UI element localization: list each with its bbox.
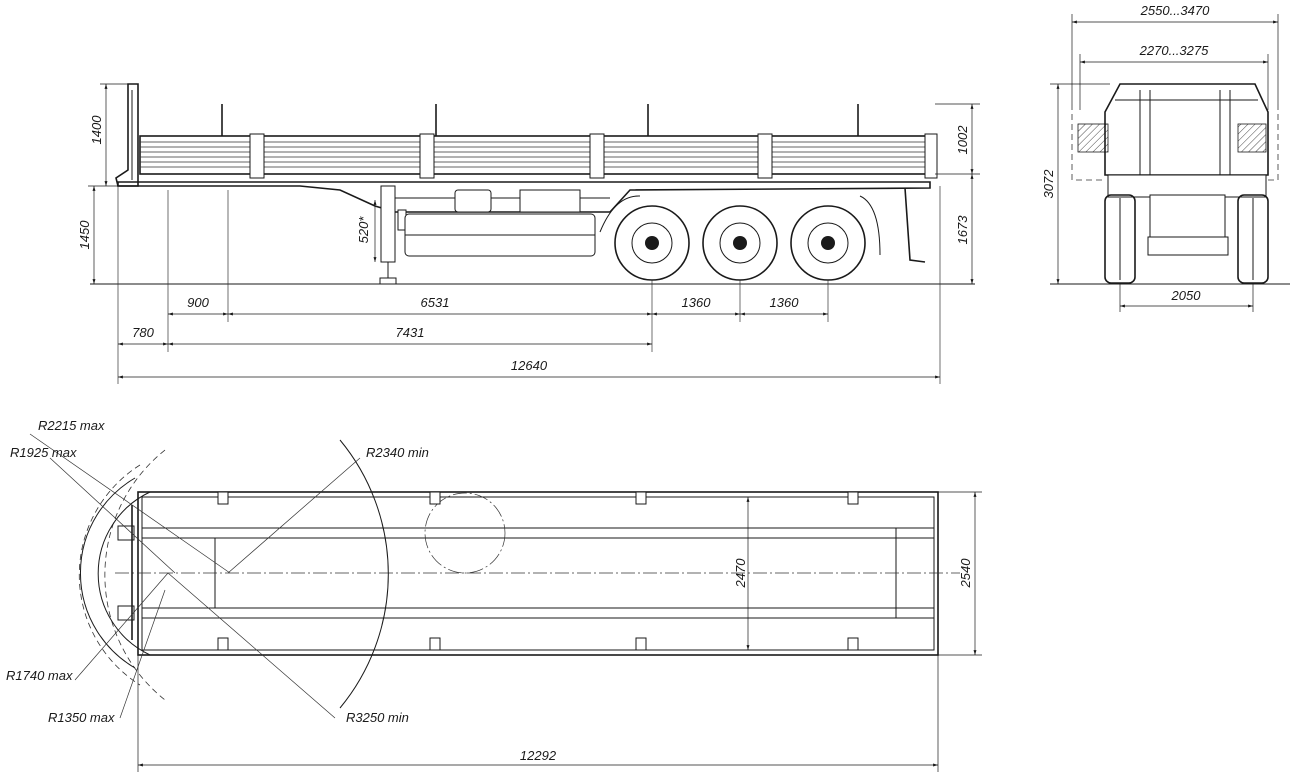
- label-r1350: R1350 max: [48, 710, 115, 725]
- dim-deck-height: 1450: [77, 220, 92, 250]
- front-fender: [599, 195, 641, 233]
- deck-outline: [137, 491, 939, 656]
- front-headboard: [115, 83, 139, 187]
- rear-bumper: [1107, 174, 1267, 198]
- dim-900: 900: [187, 295, 209, 310]
- dim-top-inner-width: 2470: [733, 558, 748, 589]
- front-lock-top: [117, 525, 135, 541]
- side-view: 1400 1450 520* 1002 1673 900 6531 1360 1…: [77, 83, 980, 384]
- dim-axle-1: 1360: [682, 295, 712, 310]
- dim-780: 780: [132, 325, 154, 340]
- dim-top-length: 12292: [520, 748, 557, 763]
- rear-wheel-right: [1237, 194, 1269, 284]
- rear-underride: [904, 187, 926, 263]
- arc-r1925: [78, 464, 141, 686]
- board-posts: [249, 133, 938, 179]
- top-view: R2215 max R1925 max R2340 min R1740 max …: [6, 418, 982, 772]
- side-guard: [519, 189, 581, 213]
- dim-side-height: 1002: [955, 125, 970, 155]
- chassis-frame: [117, 181, 931, 213]
- dim-rear-track: 2050: [1171, 288, 1202, 303]
- label-r1925: R1925 max: [10, 445, 77, 460]
- dim-rear-outer-width: 2550...3470: [1140, 3, 1210, 18]
- rear-fender: [859, 195, 881, 256]
- dim-rear-inner-width: 2270...3275: [1139, 43, 1209, 58]
- dim-6531: 6531: [421, 295, 450, 310]
- arc-r2340: [339, 439, 389, 709]
- arc-r1350: [97, 491, 151, 656]
- rear-wheel-left: [1104, 194, 1136, 284]
- dim-overall-length: 12640: [511, 358, 548, 373]
- toolbox: [454, 189, 492, 213]
- dim-top-outer-width: 2540: [958, 558, 973, 589]
- dim-7431: 7431: [396, 325, 425, 340]
- label-r1740: R1740 max: [6, 668, 73, 683]
- landing-gear: [379, 185, 407, 285]
- dim-total-height: 1673: [955, 215, 970, 245]
- rear-chassis: [1149, 194, 1226, 238]
- label-r2340: R2340 min: [366, 445, 429, 460]
- label-r2215: R2215 max: [38, 418, 105, 433]
- rear-view: 2550...3470 2270...3275 3072 2050: [1041, 3, 1290, 312]
- dim-axle-2: 1360: [770, 295, 800, 310]
- stake-pockets: [217, 491, 859, 651]
- label-r3250: R3250 min: [346, 710, 409, 725]
- kingpin-circle: [424, 492, 506, 574]
- stakes: [221, 104, 859, 136]
- left-board-section: [1077, 123, 1109, 153]
- rear-headboard: [1104, 83, 1269, 176]
- dim-rear-height: 3072: [1041, 169, 1056, 199]
- board-ribs: [140, 141, 935, 168]
- arc-r1740: [80, 477, 136, 669]
- arc-r2215: [104, 449, 166, 701]
- dim-landing-gear: 520*: [356, 216, 371, 244]
- right-board-section: [1237, 123, 1267, 153]
- wheels-side: [614, 205, 866, 281]
- dim-stake-height: 1400: [89, 115, 104, 145]
